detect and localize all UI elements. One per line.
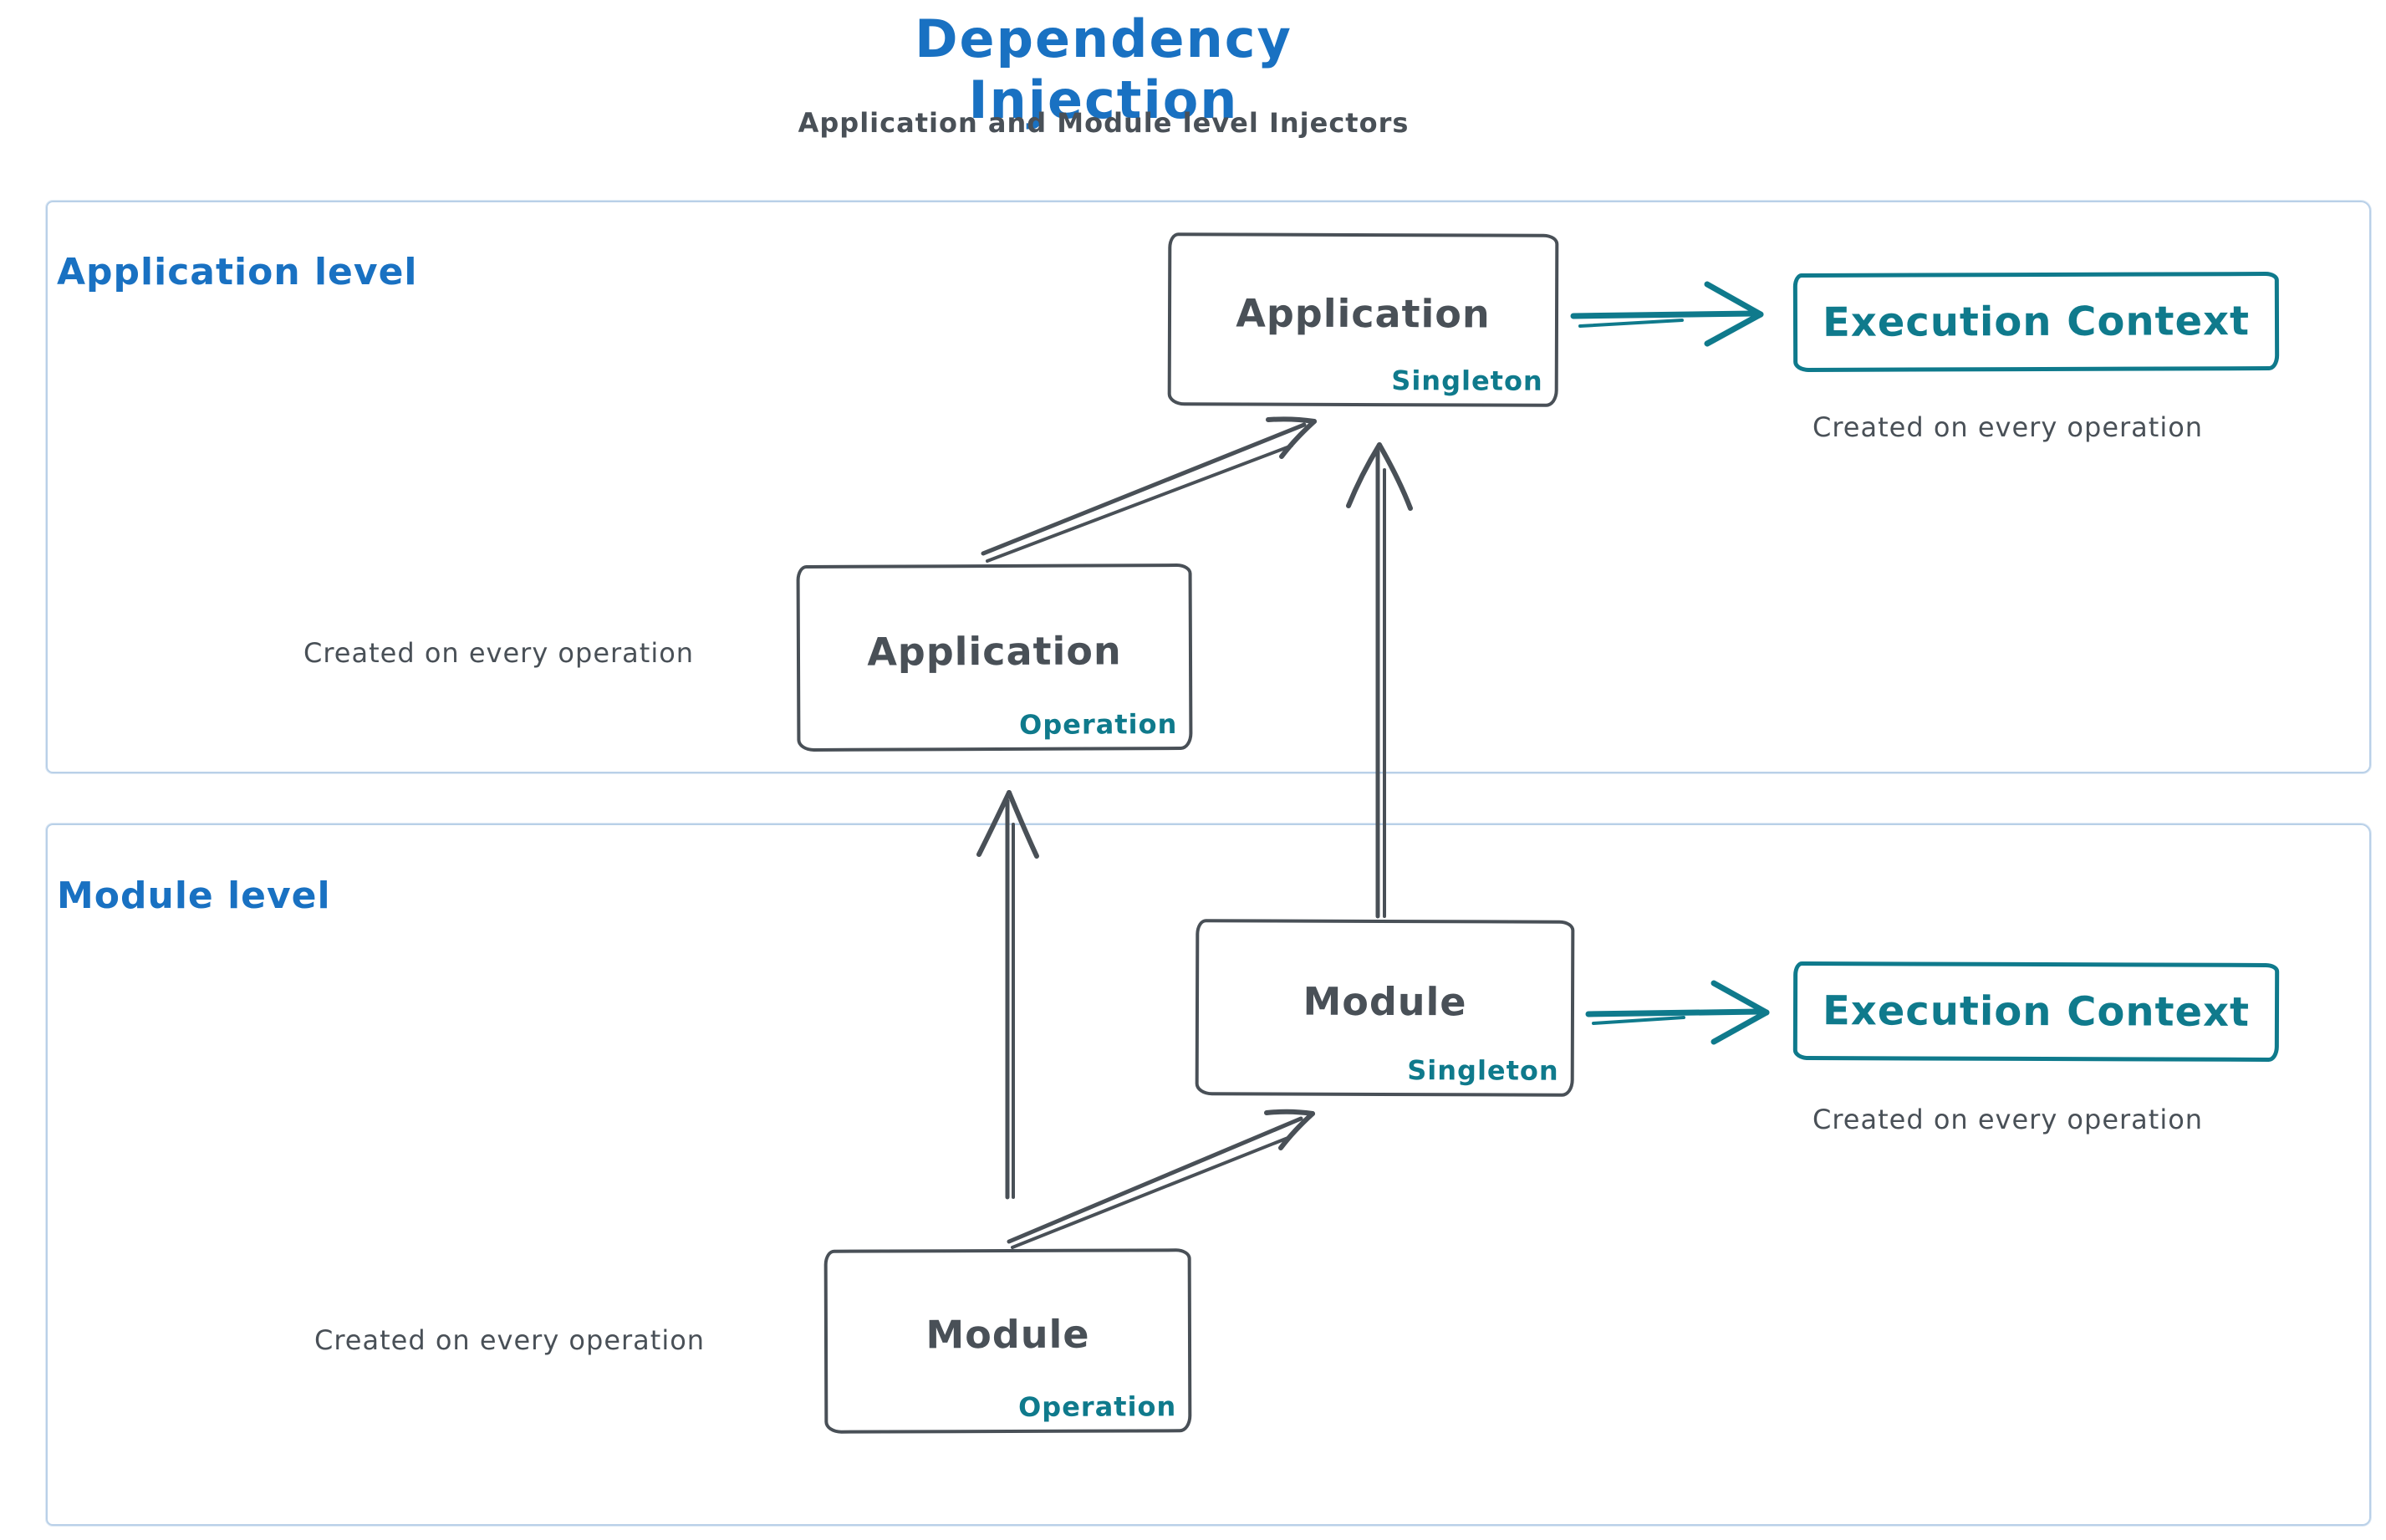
node-application-singleton: Application Singleton	[1167, 232, 1559, 407]
node-application-singleton-badge: Singleton	[1391, 365, 1543, 397]
node-application-operation-title: Application	[867, 627, 1122, 675]
node-execution-context-module: Execution Context	[1792, 961, 2280, 1063]
node-module-operation-title: Module	[925, 1311, 1090, 1358]
page-title: Dependency Injection	[915, 8, 1292, 130]
section-module-level	[46, 824, 2371, 1526]
node-module-singleton-badge: Singleton	[1407, 1054, 1559, 1087]
node-module-singleton-title: Module	[1303, 978, 1467, 1024]
section-application-level	[46, 201, 2371, 773]
note-created-on-every-operation-app-context: Created on every operation	[1812, 411, 2204, 443]
node-application-operation-badge: Operation	[1019, 708, 1178, 741]
section-application-label: Application level	[57, 251, 418, 293]
note-created-on-every-operation-module-context: Created on every operation	[1812, 1104, 2204, 1135]
node-module-operation-badge: Operation	[1017, 1390, 1177, 1423]
note-created-on-every-operation-app-operation: Created on every operation	[303, 637, 695, 669]
node-execution-context-application: Execution Context	[1792, 271, 2280, 373]
node-module-singleton: Module Singleton	[1195, 919, 1575, 1097]
node-module-operation: Module Operation	[823, 1248, 1192, 1434]
section-module-label: Module level	[57, 875, 331, 917]
page-subtitle: Application and Module level Injectors	[798, 107, 1410, 139]
node-application-operation: Application Operation	[796, 563, 1193, 752]
note-created-on-every-operation-module-operation: Created on every operation	[314, 1324, 706, 1356]
node-application-singleton-title: Application	[1236, 289, 1491, 337]
